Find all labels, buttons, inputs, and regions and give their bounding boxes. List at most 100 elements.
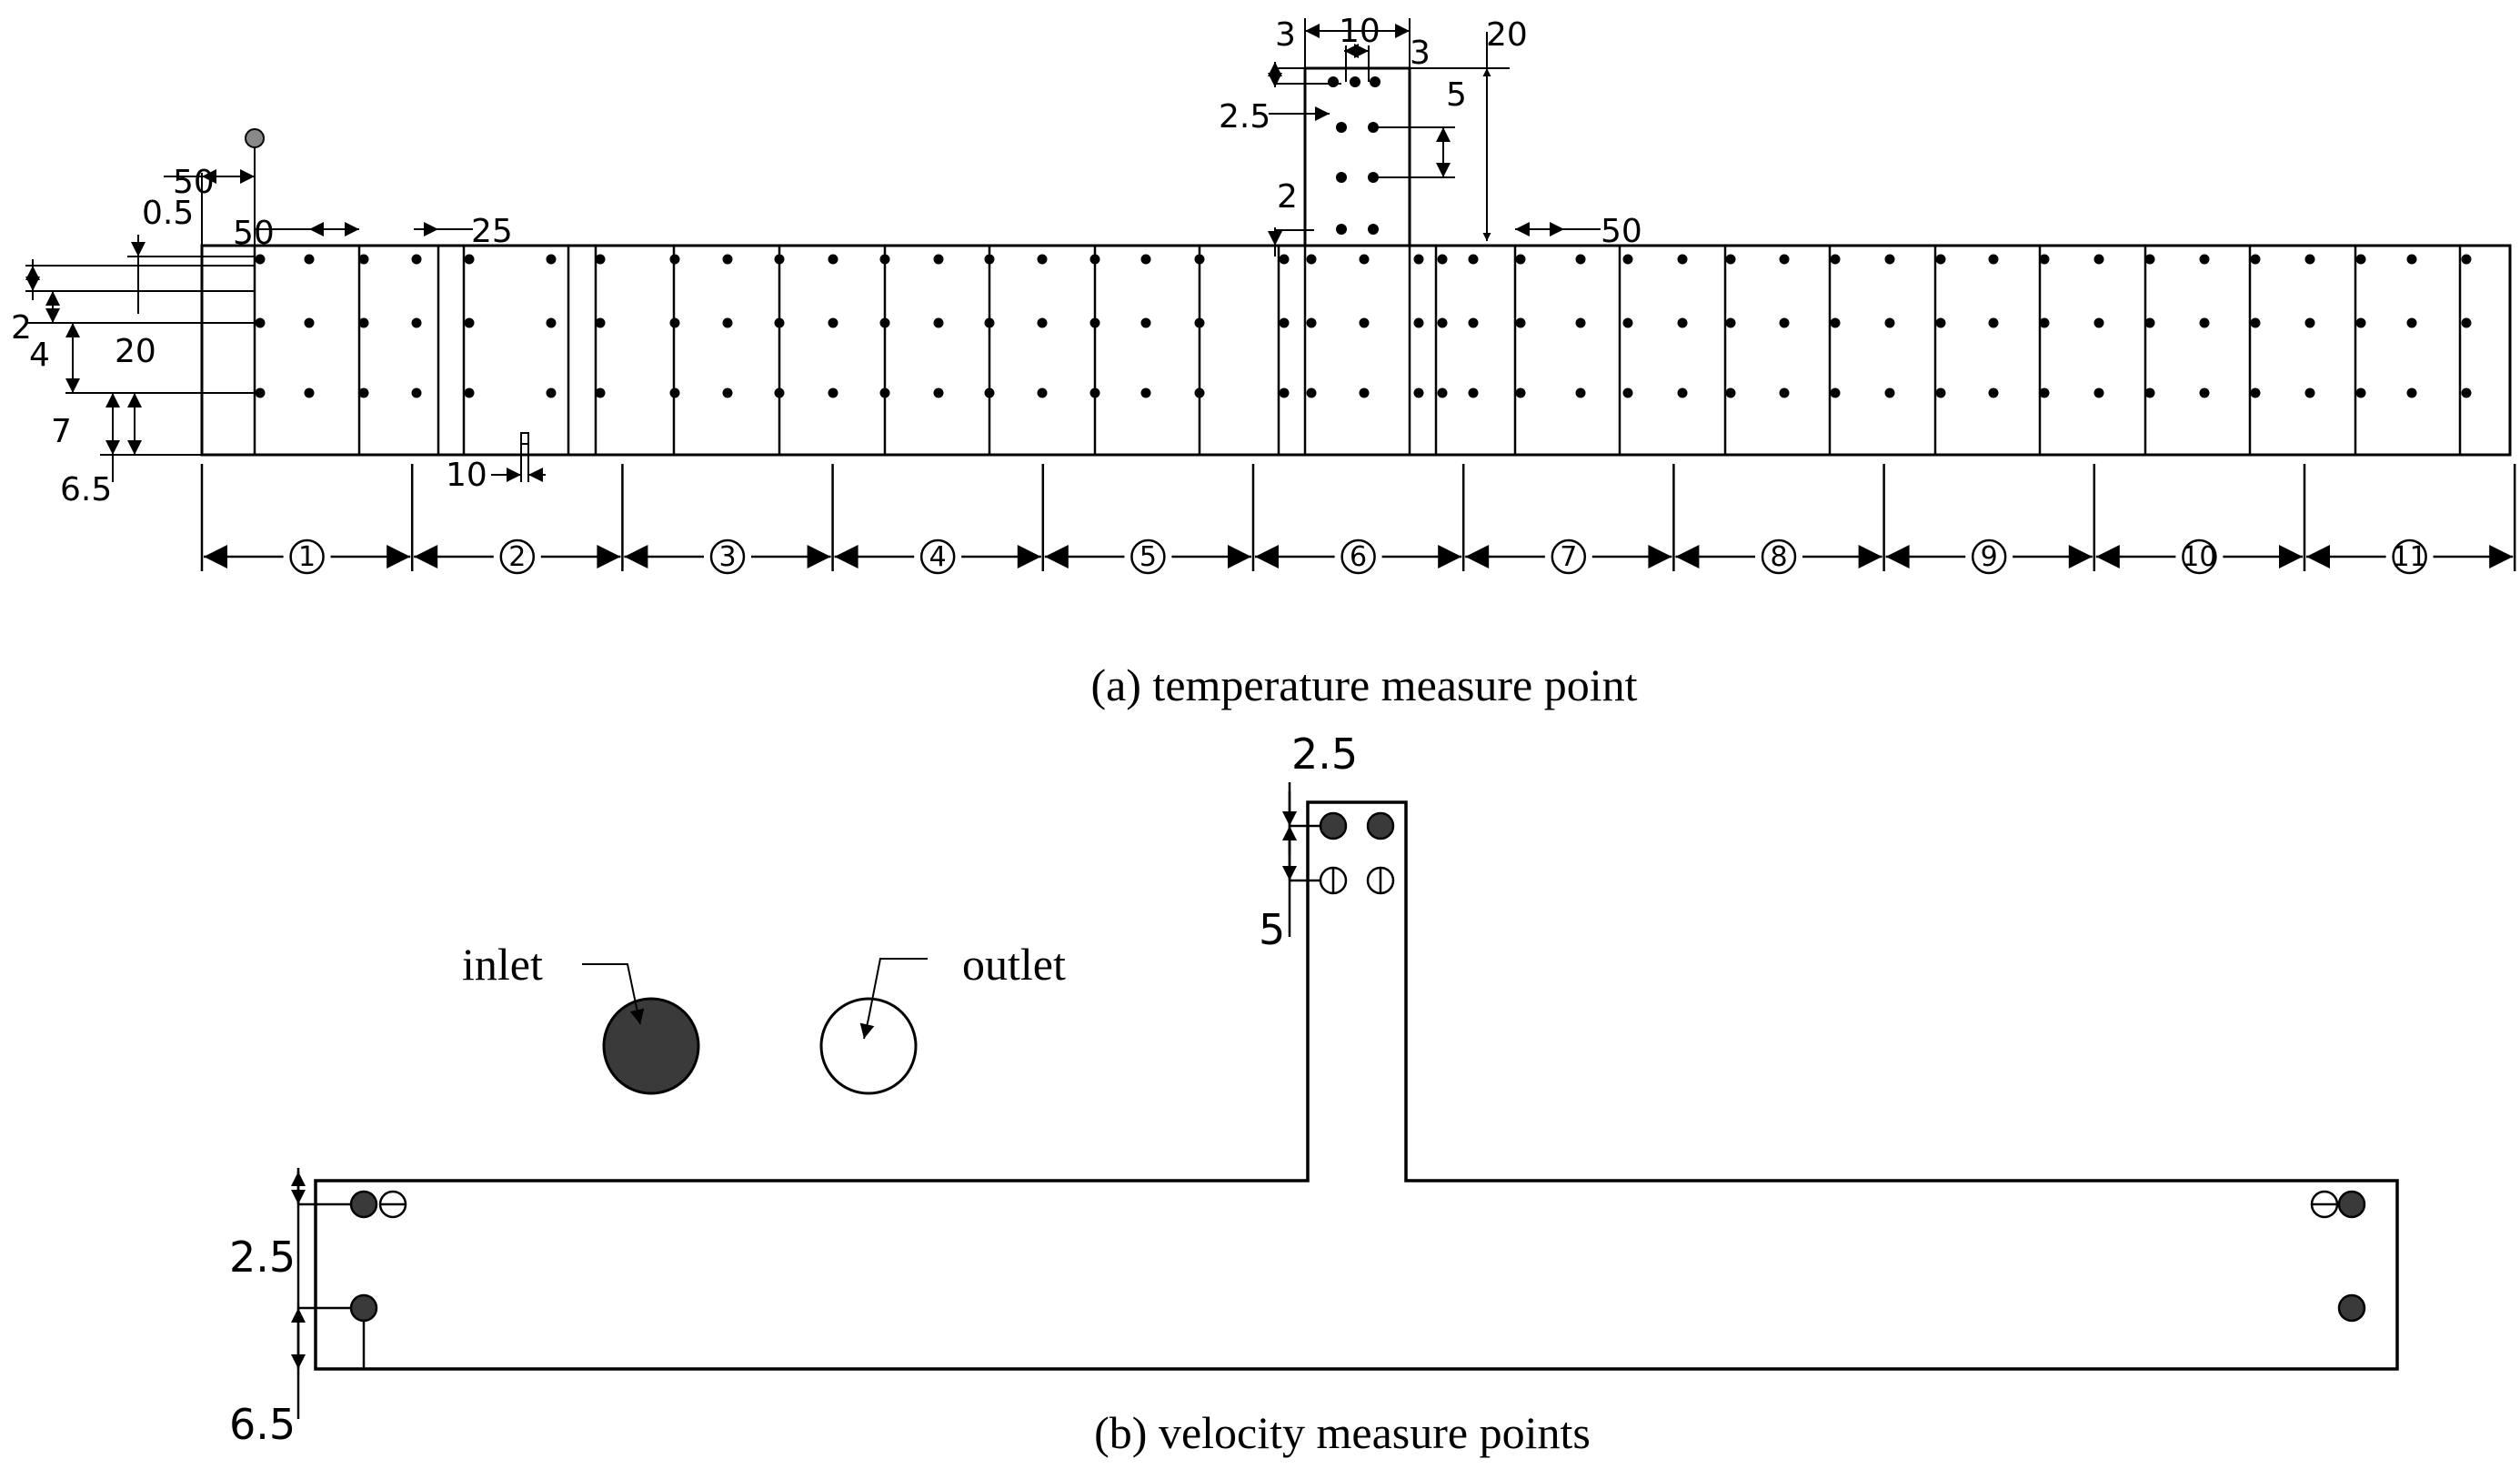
- temperature-sensor: [1037, 254, 1048, 265]
- temperature-sensor: [1089, 317, 1100, 328]
- dim-25: 25: [471, 213, 513, 250]
- zone-label: 4: [919, 538, 956, 575]
- temperature-sensor: [1328, 76, 1339, 87]
- temperature-sensor: [1336, 224, 1347, 235]
- dim-3-right: 3: [1410, 35, 1431, 72]
- temperature-sensor: [2406, 254, 2417, 265]
- dim-2-5-top: 2.5: [1291, 729, 1358, 779]
- velocity-diagram: [291, 782, 2399, 1419]
- temperature-sensor: [1779, 254, 1790, 265]
- temperature-sensor: [304, 317, 315, 328]
- temperature-sensor: [1779, 317, 1790, 328]
- zone-number: 3: [718, 541, 736, 573]
- temperature-sensor: [1140, 317, 1151, 328]
- zone-number: 10: [2182, 541, 2216, 573]
- temperature-sensor: [2250, 254, 2261, 265]
- temperature-sensor: [1306, 387, 1317, 398]
- temperature-sensor: [464, 317, 475, 328]
- temperature-sensor: [2093, 254, 2104, 265]
- zone-label: 8: [1761, 538, 1797, 575]
- temperature-sensor: [411, 317, 422, 328]
- temperature-sensor: [255, 317, 266, 328]
- temperature-sensor: [255, 387, 266, 398]
- temperature-sensor: [1884, 387, 1895, 398]
- zone-number: 5: [1140, 541, 1157, 573]
- temperature-sensor: [1194, 317, 1205, 328]
- temperature-sensor: [774, 387, 785, 398]
- temperature-sensor: [669, 387, 680, 398]
- temperature-sensor: [1515, 317, 1526, 328]
- temperature-sensor: [984, 254, 995, 265]
- dim-5: 5: [1446, 76, 1467, 114]
- temperature-sensor: [595, 254, 606, 265]
- temperature-sensor: [1306, 254, 1317, 265]
- temperature-sensor: [2093, 387, 2104, 398]
- temperature-sensor: [1413, 317, 1424, 328]
- temperature-sensor: [1677, 254, 1688, 265]
- zone-number: 4: [929, 541, 947, 573]
- zone-row: [200, 464, 2516, 571]
- dimension-lines-b: [291, 782, 1320, 1419]
- temperature-sensor: [1468, 317, 1479, 328]
- temperature-sensor: [828, 387, 838, 398]
- zone-label: 7: [1551, 538, 1587, 575]
- zone-label: 5: [1130, 538, 1166, 575]
- temperature-sensor: [1279, 254, 1290, 265]
- temperature-sensor: [1279, 387, 1290, 398]
- inlet-sensor: [1319, 811, 1348, 840]
- temperature-sensor: [1830, 387, 1841, 398]
- zone-number: 6: [1350, 541, 1367, 573]
- temperature-sensor: [1575, 254, 1586, 265]
- dim-4: 4: [29, 337, 50, 374]
- temperature-sensor: [2144, 317, 2155, 328]
- temperature-sensor: [1988, 254, 1999, 265]
- temperature-sensor: [255, 254, 266, 265]
- temperature-sensor: [2039, 387, 2050, 398]
- temperature-sensor: [1575, 387, 1586, 398]
- temperature-sensor: [1437, 317, 1448, 328]
- zone-label: 3: [709, 538, 746, 575]
- temperature-sensor: [722, 317, 733, 328]
- temperature-sensor: [546, 387, 557, 398]
- temperature-sensor: [1935, 387, 1946, 398]
- temperature-sensor: [879, 387, 890, 398]
- temperature-sensor: [464, 387, 475, 398]
- temperature-sensor: [1194, 387, 1205, 398]
- temperature-sensor: [1359, 387, 1370, 398]
- temperature-sensor: [1725, 254, 1736, 265]
- temperature-sensor: [1622, 317, 1633, 328]
- dim-10-bottom: 10: [446, 457, 487, 494]
- temperature-sensor: [1830, 317, 1841, 328]
- zone-label: 10: [2182, 538, 2217, 575]
- dim-10-top: 10: [1339, 13, 1380, 50]
- dim-0-5: 0.5: [142, 195, 194, 232]
- outlet-label: outlet: [962, 939, 1066, 990]
- inlet-sensor: [2337, 1190, 2366, 1219]
- temperature-sensor: [1359, 254, 1370, 265]
- temperature-sensor: [828, 254, 838, 265]
- temperature-sensor: [933, 317, 944, 328]
- temperature-sensor: [2199, 387, 2210, 398]
- temperature-sensor: [304, 387, 315, 398]
- temperature-sensor: [2144, 387, 2155, 398]
- temperature-sensor: [1437, 387, 1448, 398]
- temperature-sensor: [1830, 254, 1841, 265]
- temperature-sensor: [2039, 254, 2050, 265]
- temperature-sensor: [1515, 254, 1526, 265]
- temperature-sensor: [1677, 387, 1688, 398]
- temperature-sensor: [546, 317, 557, 328]
- dim-2-5: 2.5: [1219, 98, 1270, 136]
- dim-50-left: 50: [173, 164, 215, 201]
- temperature-sensor: [1336, 172, 1347, 183]
- temperature-sensor: [984, 387, 995, 398]
- dim-6-5: 6.5: [60, 471, 112, 508]
- temperature-sensor: [2355, 387, 2366, 398]
- zone-number: 11: [2393, 541, 2427, 573]
- temperature-sensor: [358, 387, 369, 398]
- temperature-sensor: [2304, 387, 2315, 398]
- dim-3-left: 3: [1275, 16, 1296, 54]
- temperature-sensor: [774, 317, 785, 328]
- temperature-sensor: [1988, 387, 1999, 398]
- temperature-sensor: [1037, 387, 1048, 398]
- temperature-sensor: [933, 254, 944, 265]
